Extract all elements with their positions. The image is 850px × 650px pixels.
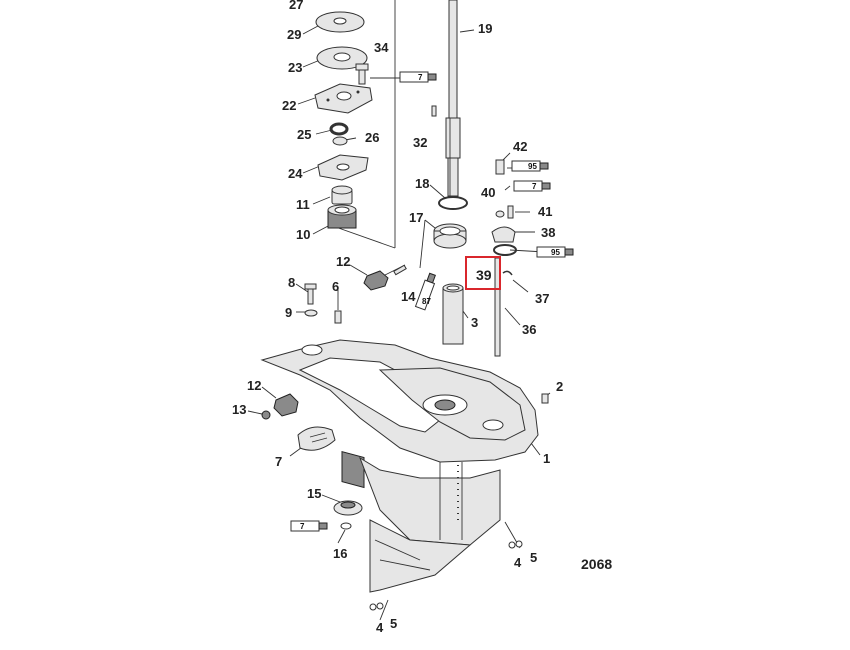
pin-32 [431, 105, 437, 117]
tube-label: 95 [551, 248, 560, 257]
callout-label: 12 [247, 378, 261, 393]
callout-label: 16 [333, 546, 347, 561]
callout-label: 32 [413, 135, 427, 150]
callout-label: 17 [409, 210, 423, 225]
callout-label: 8 [288, 275, 295, 290]
tube-1 [399, 71, 437, 83]
figure-number: 2068 [581, 556, 612, 572]
sealant-tubes [290, 71, 574, 532]
tube-3 [513, 180, 551, 192]
callout-label: 37 [535, 291, 549, 306]
callout-label: 5 [390, 616, 397, 631]
anodes-and-fasteners [304, 264, 407, 324]
tube-6 [290, 520, 328, 532]
callout-label: 34 [374, 40, 389, 55]
callout-label: 23 [288, 60, 302, 75]
callout-label: 11 [296, 197, 310, 212]
callout-label: 3 [471, 315, 478, 330]
callout-label: 18 [415, 176, 429, 191]
callout-label: 2 [556, 379, 563, 394]
tube-2 [511, 160, 549, 172]
callout-label: 41 [538, 204, 552, 219]
callout-label: 13 [232, 402, 246, 417]
callout-label: 14 [401, 289, 416, 304]
water-pump-stack [314, 11, 373, 229]
callout-label: 25 [297, 127, 311, 142]
callout-label: 15 [307, 486, 321, 501]
callout-label: 27 [289, 0, 303, 12]
bolt-34 [355, 63, 369, 85]
callout-label-highlighted: 39 [476, 267, 492, 283]
callout-label: 6 [332, 279, 339, 294]
callout-label: 40 [481, 185, 495, 200]
callout-label: 9 [285, 305, 292, 320]
vent-plug-parts [369, 393, 549, 611]
tube-label: 95 [528, 162, 537, 171]
callout-label: 29 [287, 27, 301, 42]
callout-label: 10 [296, 227, 310, 242]
tube-label: 7 [532, 182, 537, 191]
callout-label: 24 [288, 166, 303, 181]
lower-small-parts [261, 393, 363, 530]
bearing-group [433, 196, 468, 249]
callout-label: 22 [282, 98, 296, 113]
callout-label: 12 [336, 254, 350, 269]
tube-texts: 7 95 7 95 87 7 [300, 73, 560, 531]
sleeve-3 [442, 283, 464, 345]
tube-label: 7 [300, 522, 305, 531]
callout-label: 7 [275, 454, 282, 469]
shift-parts [491, 159, 517, 276]
tube-4 [536, 246, 574, 258]
tube-5 [414, 272, 436, 311]
callout-label: 38 [541, 225, 555, 240]
highlight-box [465, 256, 501, 290]
callout-label: 26 [365, 130, 379, 145]
callout-label: 42 [513, 139, 527, 154]
callout-label: 4 [376, 620, 384, 635]
gear-housing [260, 339, 539, 593]
callout-label: 4 [514, 555, 522, 570]
callout-labels: 27 29 23 22 25 26 24 11 10 34 19 32 18 1… [232, 0, 563, 635]
tube-label: 87 [422, 297, 431, 306]
tube-label: 7 [418, 73, 423, 82]
callout-label: 36 [522, 322, 536, 337]
callout-label: 1 [543, 451, 550, 466]
drive-shaft [445, 0, 461, 197]
callout-label: 5 [530, 550, 537, 565]
callout-label: 19 [478, 21, 492, 36]
